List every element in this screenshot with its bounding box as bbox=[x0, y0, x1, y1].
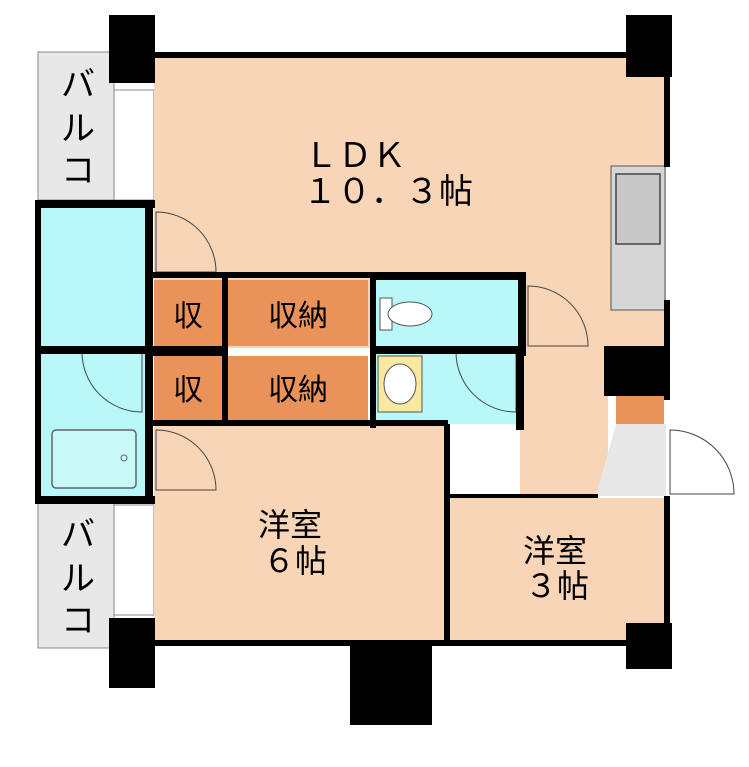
bathtub bbox=[51, 429, 137, 489]
hallway bbox=[520, 348, 608, 496]
toilet-bowl-icon bbox=[379, 297, 433, 331]
walls bbox=[35, 15, 672, 725]
storage-small-top bbox=[154, 280, 222, 346]
balcony-bottom bbox=[37, 499, 115, 649]
storage-top bbox=[228, 280, 368, 346]
entrance bbox=[596, 424, 666, 496]
shoe-cabinet bbox=[616, 396, 664, 424]
kitchen-sink bbox=[615, 173, 661, 245]
laundry-area bbox=[40, 352, 148, 422]
storage-bottom bbox=[228, 356, 368, 422]
room-western-3 bbox=[450, 498, 666, 643]
room-western-6 bbox=[154, 425, 446, 643]
storage-small-bottom bbox=[154, 356, 222, 422]
washroom bbox=[40, 205, 148, 348]
washbasin-icon bbox=[377, 355, 423, 413]
balcony-top bbox=[37, 51, 115, 201]
